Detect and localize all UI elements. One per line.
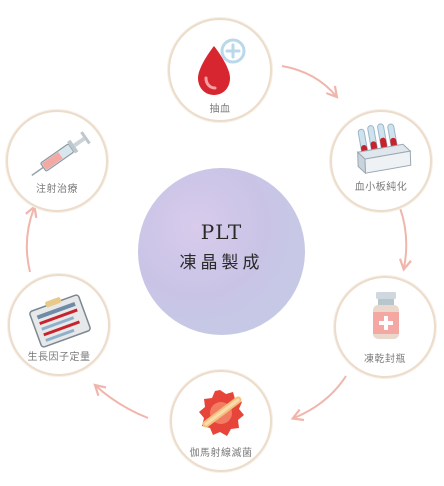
- center-subtitle: 凍晶製成: [179, 253, 264, 273]
- arrow-5-to-6: [25, 204, 38, 273]
- arrow-3-to-4: [290, 375, 347, 422]
- test-tube-rack-icon: [356, 123, 412, 175]
- step-label: 生長因子定量: [27, 352, 91, 363]
- center-circle: PLT 凍晶製成: [138, 168, 305, 335]
- step-gamma-sterilization: 伽馬射線滅菌: [170, 370, 272, 472]
- step-freeze-dry-seal: 凍乾封瓶: [334, 276, 436, 378]
- step-injection-treatment: 注射治療: [6, 110, 108, 212]
- arrow-2-to-3: [398, 207, 412, 272]
- step-label: 抽血: [209, 104, 231, 115]
- step-label: 凍乾封瓶: [364, 354, 406, 365]
- step-label: 注射治療: [36, 184, 78, 195]
- step-blood-draw: 抽血: [168, 18, 272, 122]
- center-title: PLT: [200, 220, 243, 244]
- arrow-1-to-2: [281, 65, 339, 99]
- gamma-sterilization-icon: [199, 390, 244, 436]
- medicine-bottle-icon: [373, 292, 399, 339]
- arrow-4-to-5: [93, 383, 149, 419]
- syringe-icon: [31, 131, 91, 176]
- clipboard-chart-icon: [29, 294, 91, 348]
- blood-drop-plus-icon: [198, 38, 246, 95]
- step-growth-factor-quantification: 生長因子定量: [8, 274, 110, 376]
- step-label: 血小板純化: [354, 182, 408, 193]
- step-label: 伽馬射線滅菌: [189, 448, 253, 459]
- step-platelet-purification: 血小板純化: [330, 110, 432, 212]
